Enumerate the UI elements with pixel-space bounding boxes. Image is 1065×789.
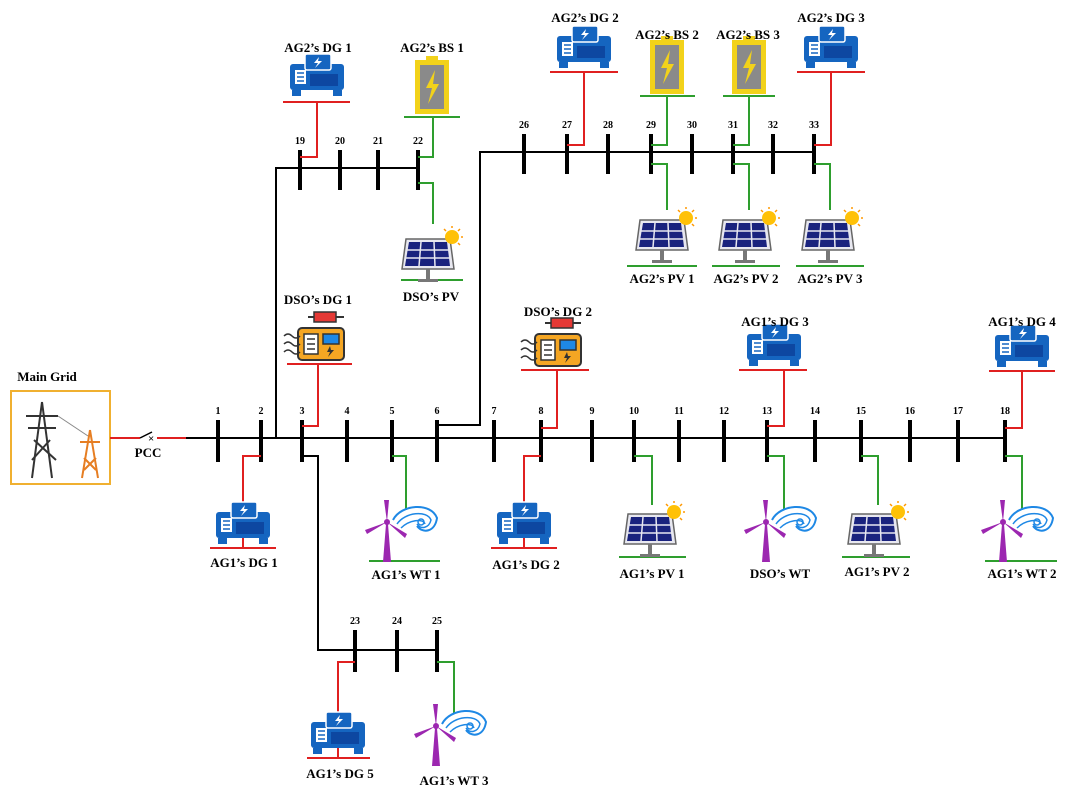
- bus-number: 32: [768, 120, 778, 131]
- pcc-label: PCC: [135, 445, 162, 460]
- bus-number: 21: [373, 136, 383, 147]
- ag1-pv1-solar-panel-icon: [624, 501, 685, 557]
- bus-number: 15: [856, 406, 866, 417]
- ag1-dg1-icon: [216, 502, 270, 544]
- bus-bars: [218, 134, 1005, 672]
- bus-number: 16: [905, 406, 915, 417]
- bus-number: 1: [216, 406, 221, 417]
- ag2-bs2-battery-icon: [650, 36, 684, 94]
- dso-wt-wind-turbine-icon: [744, 500, 816, 562]
- ag1-dg4-label: AG1’s DG 4: [988, 314, 1056, 329]
- bus-number: 14: [810, 406, 820, 417]
- dso-wt-label: DSO’s WT: [750, 566, 811, 581]
- bus-number: 7: [492, 406, 497, 417]
- ag1-pv2-solar-panel-icon: [848, 501, 909, 557]
- ag1-wt2-wind-turbine-icon: [981, 500, 1053, 562]
- dso-pv-solar-panel-icon: [402, 226, 463, 282]
- ag1-dg2-label: AG1’s DG 2: [492, 557, 559, 572]
- ag2-dg1-icon: [290, 54, 344, 96]
- dso-dg2-generator-icon: [521, 318, 581, 366]
- ag1-wt3-wind-turbine-icon: [414, 704, 486, 766]
- ag1-pv1-label: AG1’s PV 1: [620, 566, 685, 581]
- ag2-pv3-solar-panel-icon: [802, 207, 863, 263]
- ag2-dg3-label: AG2’s DG 3: [797, 10, 865, 25]
- ag2-pv2-label: AG2’s PV 2: [714, 271, 779, 286]
- ag2-bs2-label: AG2’s BS 2: [635, 27, 699, 42]
- bus-number: 13: [762, 406, 772, 417]
- ag2-bs3-label: AG2’s BS 3: [716, 27, 780, 42]
- bus-number: 27: [562, 120, 572, 131]
- bus-number: 18: [1000, 406, 1010, 417]
- ag1-wt1-label: AG1’s WT 1: [371, 567, 440, 582]
- bus-number: 29: [646, 120, 656, 131]
- bus-number: 2: [259, 406, 264, 417]
- bus-number: 30: [687, 120, 697, 131]
- ag2-dg3-icon: [804, 26, 858, 68]
- bus-number: 6: [435, 406, 440, 417]
- main-grid-label: Main Grid: [17, 369, 77, 384]
- ag2-dg2-label: AG2’s DG 2: [551, 10, 618, 25]
- pcc-cross-icon: ×: [148, 433, 154, 445]
- bus-number: 33: [809, 120, 819, 131]
- dso-dg1-label: DSO’s DG 1: [284, 292, 352, 307]
- ag1-wt1-wind-turbine-icon: [365, 500, 437, 562]
- bus-number: 4: [345, 406, 350, 417]
- dso-dg2-label: DSO’s DG 2: [524, 304, 592, 319]
- bus-number: 12: [719, 406, 729, 417]
- bus-number: 26: [519, 120, 529, 131]
- ag1-dg3-icon: [747, 324, 801, 366]
- bus-number: 22: [413, 136, 423, 147]
- bus-number: 3: [300, 406, 305, 417]
- ag2-pv1-label: AG2’s PV 1: [630, 271, 695, 286]
- bus-number: 20: [335, 136, 345, 147]
- ag1-dg4-icon: [995, 325, 1049, 367]
- ag1-dg2-icon: [497, 502, 551, 544]
- bus-number: 19: [295, 136, 305, 147]
- bus-number: 9: [590, 406, 595, 417]
- bus-number: 31: [728, 120, 738, 131]
- bus-number: 24: [392, 616, 402, 627]
- ag1-dg3-label: AG1’s DG 3: [741, 314, 809, 329]
- ag1-wt3-label: AG1’s WT 3: [419, 773, 489, 788]
- bus-number: 8: [539, 406, 544, 417]
- ag1-dg5-icon: [311, 712, 365, 754]
- dso-dg1-generator-icon: [284, 312, 344, 360]
- renewable-connections: [369, 96, 1057, 713]
- bus-number: 10: [629, 406, 639, 417]
- ag2-bs1-label: AG2’s BS 1: [400, 40, 464, 55]
- main-grid: [11, 391, 110, 484]
- ag1-dg5-label: AG1’s DG 5: [306, 766, 374, 781]
- ag2-bs1-battery-icon: [415, 56, 449, 114]
- ag2-pv2-solar-panel-icon: [719, 207, 780, 263]
- ag2-dg1-label: AG2’s DG 1: [284, 40, 351, 55]
- bus-number: 28: [603, 120, 613, 131]
- ag2-bs3-battery-icon: [732, 36, 766, 94]
- dso-pv-label: DSO’s PV: [403, 289, 460, 304]
- ag1-wt2-label: AG1’s WT 2: [987, 566, 1056, 581]
- ag2-pv1-solar-panel-icon: [636, 207, 697, 263]
- bus-number: 17: [953, 406, 963, 417]
- ag2-dg2-icon: [557, 26, 611, 68]
- bus-numbers: 1 2 3 4 5 6 7 8 9 10 11 12 13 14 15 16 1…: [216, 120, 1011, 627]
- ag1-dg1-label: AG1’s DG 1: [210, 555, 277, 570]
- bus-number: 5: [390, 406, 395, 417]
- ag1-pv2-label: AG1’s PV 2: [845, 564, 910, 579]
- ag2-pv3-label: AG2’s PV 3: [798, 271, 864, 286]
- bus-number: 25: [432, 616, 442, 627]
- bus-number: 23: [350, 616, 360, 627]
- bus-number: 11: [674, 406, 683, 417]
